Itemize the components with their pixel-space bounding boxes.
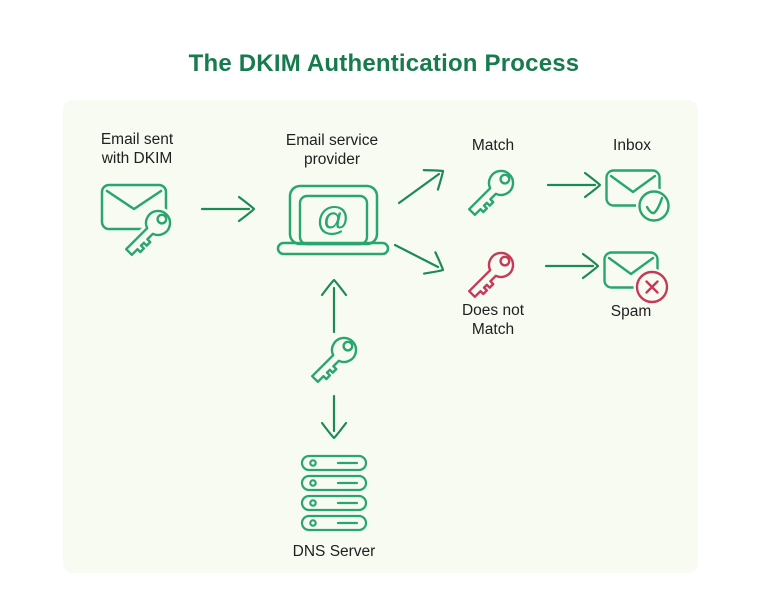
check-mark (645, 196, 664, 215)
dns-key-icon (310, 336, 358, 384)
envelope-x-icon (603, 251, 671, 306)
label-spam: Spam (610, 303, 652, 320)
page-title: The DKIM Authentication Process (188, 50, 580, 77)
match-key-icon (467, 169, 515, 217)
arrow-no-match-to-spam (544, 252, 600, 280)
arrow-provider-to-no-match (393, 243, 445, 275)
arrow-key-to-dns (320, 394, 348, 440)
arrow-match-to-inbox (546, 171, 602, 199)
arrow-email-to-provider (200, 195, 256, 223)
label-provider: Email service provider (285, 132, 379, 168)
arrow-key-to-provider (320, 278, 348, 334)
laptop-at-icon: @ (276, 184, 390, 256)
label-inbox: Inbox (613, 137, 651, 154)
label-match: Match (471, 137, 515, 154)
envelope-check-icon (605, 169, 672, 224)
envelope-key-icon (100, 183, 174, 259)
server-stack-icon (300, 454, 368, 532)
label-no-match: Does not Match (461, 302, 525, 338)
arrow-provider-to-match (397, 169, 445, 205)
at-glyph: @ (316, 200, 350, 237)
label-email-sent: Email sent with DKIM (100, 131, 174, 167)
label-dns-server: DNS Server (292, 543, 376, 560)
x-mark (645, 280, 659, 294)
no-match-key-icon (467, 251, 515, 299)
